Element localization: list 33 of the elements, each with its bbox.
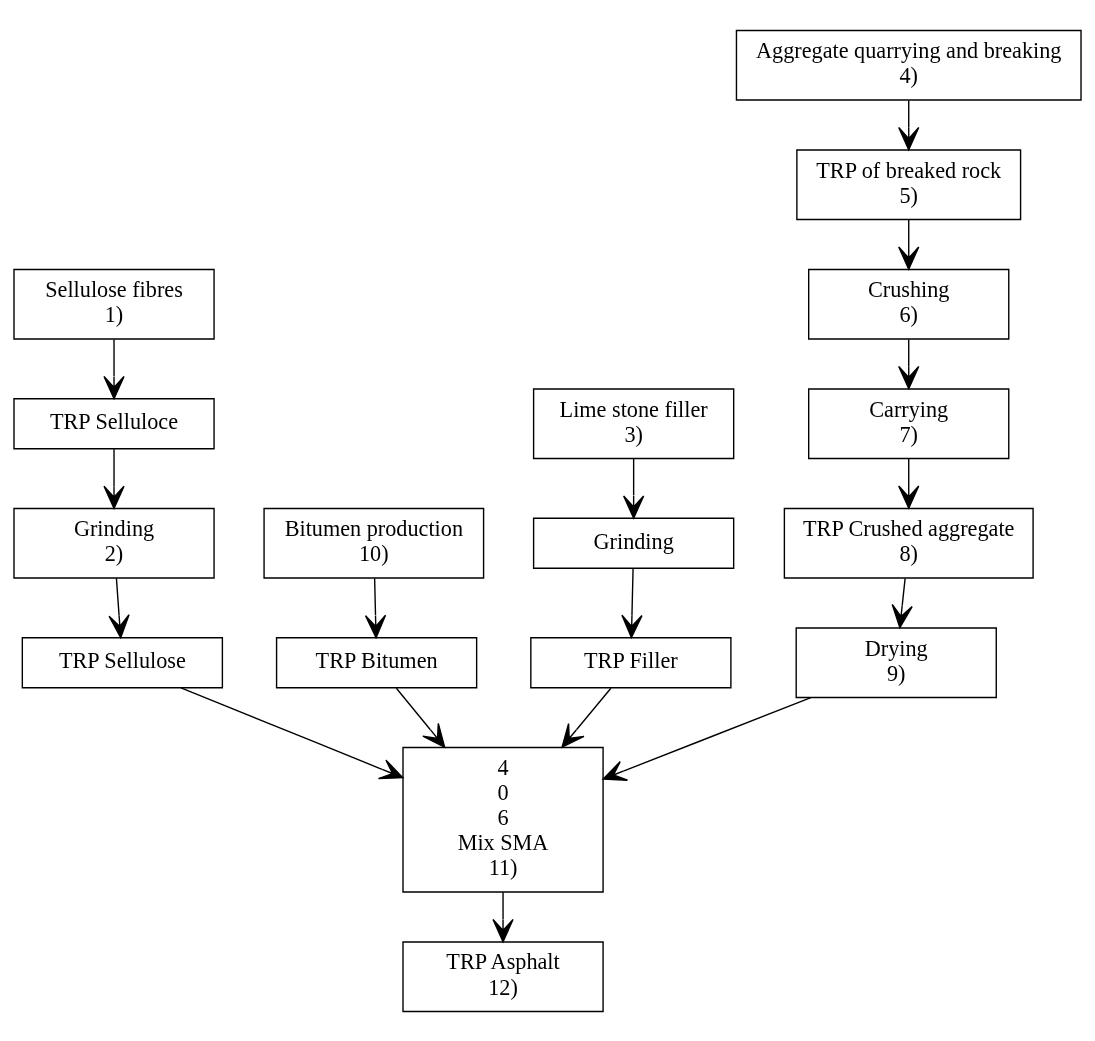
node-box: Crushing 6) [808,268,1010,340]
node-box: TRP Crushed aggregate 8) [783,507,1034,579]
arrow [364,577,387,638]
node-box: 4 0 6 Mix SMA 11) [402,746,604,893]
node-box: TRP Asphalt 12) [402,940,604,1012]
node-box: Grinding 2) [13,507,215,579]
arrow [602,696,812,781]
arrow [898,218,920,270]
arrow [108,577,130,638]
node-box: Grinding [532,517,735,569]
arrow [395,687,446,748]
node-box: TRP Sellulose [21,636,224,688]
arrow [898,457,920,509]
node-box: Sellulose fibres 1) [13,268,215,340]
node-box: TRP of breaked rock 5) [796,148,1022,220]
arrow [622,457,645,519]
arrow [561,687,612,748]
node-box: TRP Selluloce [13,397,215,449]
arrow [898,99,920,150]
arrow [492,891,514,942]
arrow [621,567,643,638]
arrow [898,338,920,389]
node-box: Bitumen production 10) [263,507,485,579]
node-box: Aggregate quarrying and breaking 4) [735,29,1082,101]
node-box: Drying 9) [795,626,997,698]
node-box: Lime stone filler 3) [532,387,735,459]
arrow [103,448,125,509]
arrow [180,686,404,779]
arrow [103,338,125,399]
node-box: Carrying 7) [808,387,1010,459]
node-box: TRP Filler [530,636,732,688]
arrow [891,577,913,628]
node-box: TRP Bitumen [275,636,478,688]
